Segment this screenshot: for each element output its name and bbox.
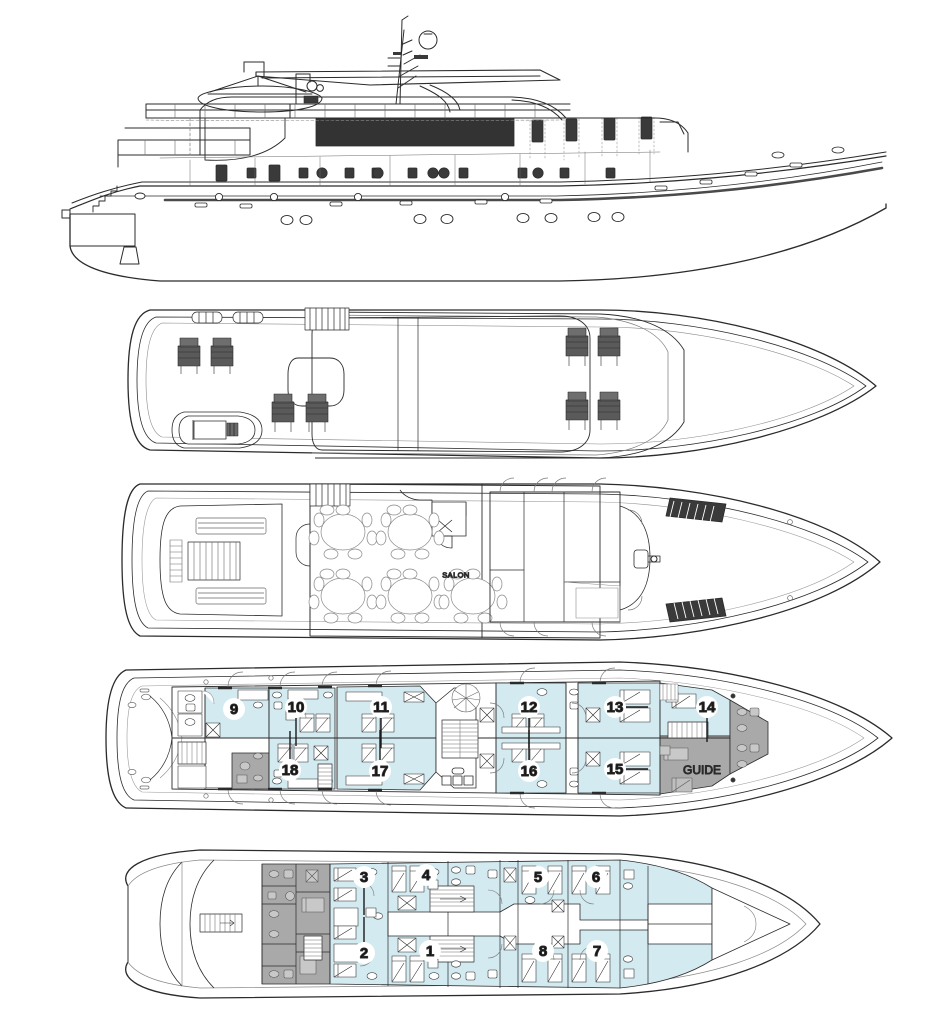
cabin-number-2: 2 xyxy=(360,945,368,962)
deck-side-profile xyxy=(0,0,950,290)
cabin-number-11: 11 xyxy=(373,699,389,716)
cabin-badge-3[interactable] xyxy=(353,866,375,888)
deck-lower-cabin-plan: 3 4 5 6 2 1 8 7 xyxy=(0,826,950,1024)
cabin-number-14: 14 xyxy=(699,699,716,716)
cabin-number-12: 12 xyxy=(521,699,538,716)
cabin-number-17: 17 xyxy=(372,763,389,780)
cabin-badge-10[interactable] xyxy=(285,696,307,718)
cabin-badge-2[interactable] xyxy=(353,942,375,964)
cabin-badge-6[interactable] xyxy=(585,866,607,888)
deck-salon-plan: SALON xyxy=(0,470,950,650)
cabin-badge-1[interactable] xyxy=(419,940,441,962)
cabin-number-18: 18 xyxy=(282,762,299,779)
cabin-number-9: 9 xyxy=(230,701,238,718)
cabin-badge-8[interactable] xyxy=(532,940,554,962)
cabin-number-15: 15 xyxy=(607,761,624,778)
cabin-badge-12[interactable] xyxy=(518,696,540,718)
cabin-badge-13[interactable] xyxy=(604,696,626,718)
cabin-number-10: 10 xyxy=(288,699,305,716)
cabin-number-6: 6 xyxy=(592,869,600,886)
cabin-number-4: 4 xyxy=(422,867,431,884)
room-label-guide-cabin: GUIDE xyxy=(683,763,721,777)
deck-sun-plan xyxy=(0,290,950,470)
deck-upper-cabin-plan: 9 10 11 12 13 14 18 17 16 15 GUIDE xyxy=(0,648,950,828)
cabin-badge-17[interactable] xyxy=(369,760,391,782)
cabin-number-8: 8 xyxy=(539,943,547,960)
cabin-number-5: 5 xyxy=(534,869,542,886)
cabin-badge-14[interactable] xyxy=(696,696,718,718)
cabin-badge-7[interactable] xyxy=(586,940,608,962)
cabin-badge-5[interactable] xyxy=(527,866,549,888)
cabin-number-1: 1 xyxy=(426,943,434,960)
cabin-badge-4[interactable] xyxy=(415,864,437,886)
cabin-number-7: 7 xyxy=(593,943,601,960)
cabin-badge-9[interactable] xyxy=(223,698,245,720)
cabin-number-13: 13 xyxy=(607,699,624,716)
cabin-badge-11[interactable] xyxy=(370,696,392,718)
cabin-number-3: 3 xyxy=(360,869,368,886)
salon-label: SALON xyxy=(442,571,469,580)
cabin-badge-15[interactable] xyxy=(604,758,626,780)
cabin-badge-16[interactable] xyxy=(518,760,540,782)
cabin-badge-18[interactable] xyxy=(279,759,301,781)
cabin-number-16: 16 xyxy=(521,763,538,780)
